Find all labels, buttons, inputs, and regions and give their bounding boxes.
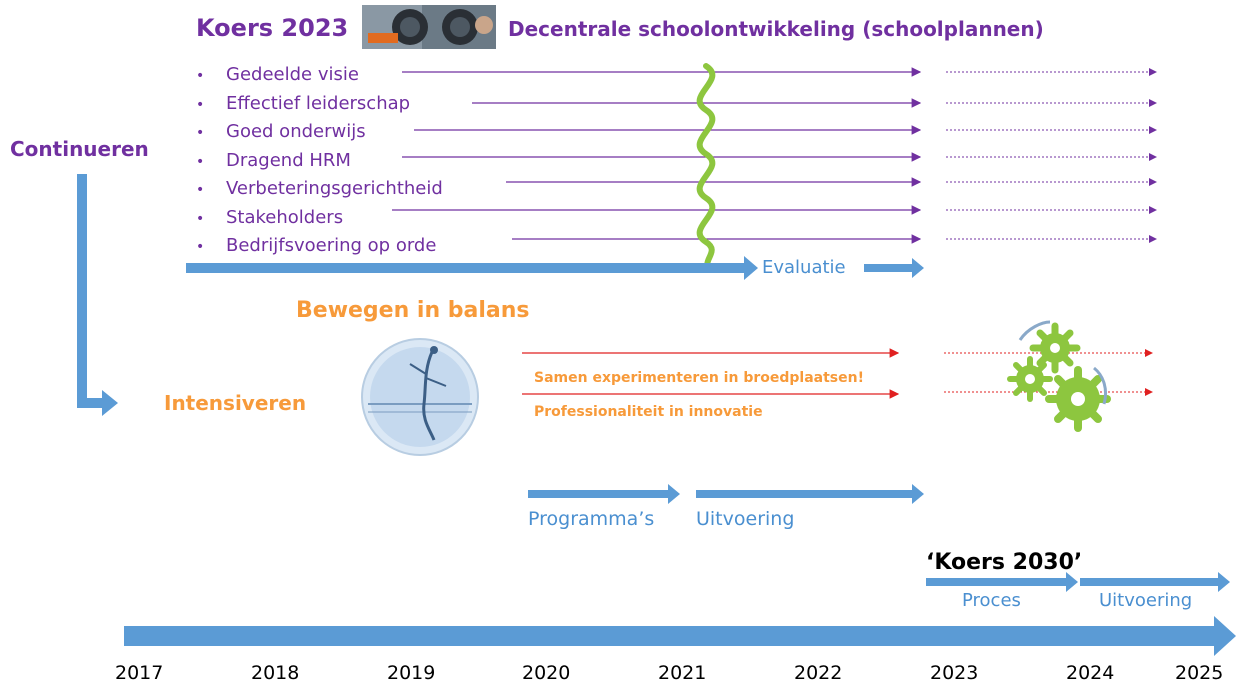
gears-icon: [1007, 322, 1111, 432]
bullet-icon: •: [196, 125, 205, 141]
continueren-label: Continueren: [10, 137, 149, 161]
green-wave-icon: [696, 63, 716, 273]
year-label: 2023: [930, 662, 979, 684]
list-item: •Verbeteringsgerichtheid: [196, 175, 443, 204]
uitvoering-2030-label: Uitvoering: [1099, 590, 1193, 611]
bullet-icon: •: [196, 210, 205, 227]
bullet-icon: •: [196, 153, 205, 170]
year-label: 2022: [794, 662, 843, 684]
year-label: 2021: [658, 662, 707, 684]
year-label: 2020: [522, 662, 571, 684]
bullet-icon: •: [196, 96, 205, 113]
list-item: •Dragend HRM: [196, 147, 443, 176]
bullet-icon: •: [196, 68, 205, 84]
uitvoering-arrow: [696, 484, 924, 504]
prof-line-label: Professionaliteit in innovatie: [534, 404, 763, 420]
continue-items-list: •Gedeelde visie •Effectief leiderschap •…: [196, 61, 443, 261]
bewegen-heading: Bewegen in balans: [296, 298, 530, 323]
samen-line-label: Samen experimenteren in broedplaatsen!: [534, 370, 864, 386]
programmas-label: Programma’s: [528, 508, 655, 530]
year-label: 2024: [1066, 662, 1115, 684]
evaluatie-arrow: [186, 256, 758, 280]
list-item: •Gedeelde visie: [196, 61, 443, 90]
proces-arrow: [926, 572, 1078, 592]
list-item: •Bedrijfsvoering op orde: [196, 232, 443, 261]
uitvoering-label: Uitvoering: [696, 508, 795, 530]
year-label: 2017: [115, 662, 164, 684]
continue-to-intensify-arrow: [77, 174, 118, 416]
year-label: 2019: [387, 662, 436, 684]
programmas-arrow: [528, 484, 680, 504]
list-item: •Goed onderwijs: [196, 118, 443, 147]
dancer-photo: [361, 338, 479, 456]
koers-2030-title: ‘Koers 2030’: [926, 550, 1083, 575]
list-item: •Effectief leiderschap: [196, 90, 443, 119]
decentral-title: Decentrale schoolontwikkeling (schoolpla…: [508, 17, 1044, 41]
year-label: 2025: [1175, 662, 1224, 684]
list-item: •Stakeholders: [196, 204, 443, 233]
gear-motion-arc: [1018, 320, 1051, 341]
gear-motion-arc: [1092, 366, 1108, 405]
evaluatie-end-arrow: [864, 258, 924, 278]
item-arrows: [392, 67, 922, 244]
timeline-arrow: [124, 616, 1236, 656]
evaluatie-label: Evaluatie: [762, 257, 846, 278]
koers-2023-title: Koers 2023: [196, 14, 349, 42]
uitvoering-2030-arrow: [1080, 572, 1230, 592]
bullet-icon: •: [196, 239, 205, 255]
bullet-icon: •: [196, 182, 205, 198]
binoculars-photo: [362, 5, 496, 49]
proces-label: Proces: [962, 590, 1021, 611]
intensiveren-label: Intensiveren: [164, 391, 307, 415]
dotted-item-arrows: [946, 68, 1157, 243]
year-label: 2018: [251, 662, 300, 684]
